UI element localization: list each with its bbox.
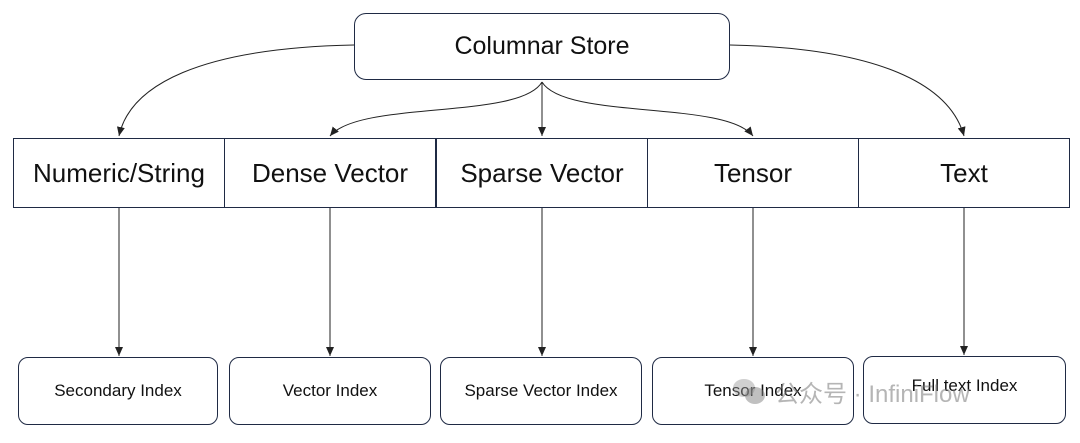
sparse-vector-node: Sparse Vector <box>436 138 648 208</box>
text-label: Text <box>940 157 988 188</box>
sparse-vector-index-label: Sparse Vector Index <box>464 381 618 400</box>
vector-index-label: Vector Index <box>282 381 378 400</box>
tensor-label: Tensor <box>713 157 793 188</box>
edge-root-to-tensor <box>541 81 754 137</box>
secondary-index-label: Secondary Index <box>54 381 182 400</box>
secondary-index-node: Secondary Index <box>18 357 218 425</box>
vector-index-node: Vector Index <box>229 357 431 425</box>
sparse-vector-index-node: Sparse Vector Index <box>440 357 642 425</box>
dense-vector-label: Dense Vector <box>251 157 409 188</box>
numeric-string-node: Numeric/String <box>13 138 225 208</box>
sparse-vector-label: Sparse Vector <box>460 157 624 188</box>
edge-root-to-text <box>729 44 966 137</box>
tensor-node: Tensor <box>647 138 859 208</box>
edge-root-to-dense-vector <box>329 81 543 137</box>
columnar-store-node: Columnar Store <box>354 13 730 80</box>
edge-root-to-numeric-string <box>116 44 355 137</box>
dense-vector-node: Dense Vector <box>224 138 436 208</box>
full-text-index-label: Full text Index <box>911 376 1018 395</box>
tensor-index-label: Tensor Index <box>704 381 802 400</box>
text-node: Text <box>858 138 1070 208</box>
numeric-string-label: Numeric/String <box>33 157 205 188</box>
columnar-store-label: Columnar Store <box>454 32 630 60</box>
tensor-index-node: Tensor Index <box>652 357 854 425</box>
full-text-index-node: Full text Index <box>863 356 1066 424</box>
